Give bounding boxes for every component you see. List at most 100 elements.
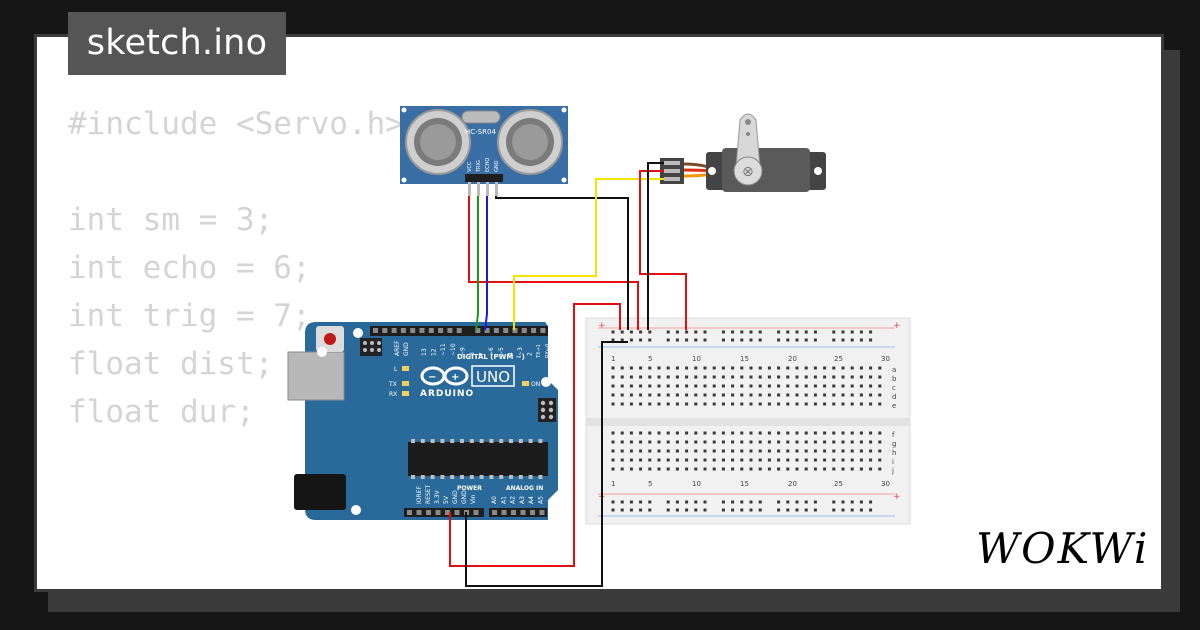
breadboard-hole (712, 458, 716, 462)
breadboard-hole (721, 338, 725, 342)
breadboard-hole (804, 431, 808, 435)
wire-yellow-servo-signal (513, 178, 664, 330)
wire-red-sensor-vcc (468, 196, 639, 330)
breadboard-hole (813, 366, 817, 370)
breadboard-hole (758, 467, 762, 471)
breadboard-hole (666, 338, 670, 342)
power-header[interactable] (404, 508, 484, 517)
breadboard-hole (859, 458, 863, 462)
breadboard[interactable]: + + + + 1 5 10 15 20 25 30 1 5 10 15 20 … (585, 317, 911, 525)
digital-pin-label: 7 (479, 352, 486, 356)
servo-motor[interactable]: ⊗ (660, 113, 826, 192)
breadboard-hole (777, 458, 781, 462)
breadboard-hole (749, 393, 753, 397)
breadboard-hole (620, 375, 624, 379)
code-line: int trig = 7; (68, 298, 311, 334)
code-line: int sm = 3; (68, 202, 274, 238)
breadboard-hole (841, 338, 845, 342)
breadboard-hole (767, 402, 771, 406)
breadboard-hole (859, 402, 863, 406)
breadboard-hole (786, 458, 790, 462)
svg-text:⊗: ⊗ (742, 164, 754, 180)
icsp-pin (377, 341, 381, 345)
breadboard-hole (639, 458, 643, 462)
breadboard-hole (657, 402, 661, 406)
breadboard-hole (823, 449, 827, 453)
sensor-pin-label: TRIG (476, 160, 482, 173)
breadboard-hole (648, 338, 652, 342)
breadboard-hole (795, 402, 799, 406)
chip-pin (469, 475, 474, 479)
breadboard-hole (850, 467, 854, 471)
chip-pin (420, 439, 425, 443)
chip-pin (460, 475, 464, 479)
analog-header[interactable] (489, 508, 547, 517)
chip-pin (430, 439, 435, 443)
header-pin (410, 328, 416, 333)
breadboard-hole (823, 440, 827, 444)
gnd1-label: GND (452, 490, 459, 504)
breadboard-hole (666, 440, 670, 444)
sketch-tab[interactable]: sketch.ino (68, 12, 286, 75)
breadboard-hole (685, 330, 689, 334)
chip-pin (518, 475, 523, 479)
hc-sr04-sensor[interactable]: HC-SR04 VCC TRIG ECHO GND (400, 106, 568, 196)
breadboard-hole (685, 449, 689, 453)
wire-blue-echo (484, 196, 488, 331)
breadboard-holes[interactable] (611, 330, 882, 512)
breadboard-hole (749, 366, 753, 370)
breadboard-hole (758, 393, 762, 397)
breadboard-hole (869, 330, 873, 334)
icsp-pin (370, 348, 374, 352)
breadboard-hole (777, 467, 781, 471)
bb-col-label: 1 (611, 480, 615, 488)
wire-black-servo-gnd (647, 162, 664, 330)
breadboard-hole (823, 458, 827, 462)
chip-pin (450, 475, 455, 479)
breadboard-hole (841, 366, 845, 370)
breadboard-hole (823, 384, 827, 388)
breadboard-hole (639, 366, 643, 370)
breadboard-hole (694, 508, 698, 512)
breadboard-hole (795, 458, 799, 462)
breadboard-hole (666, 375, 670, 379)
breadboard-hole (611, 384, 615, 388)
breadboard-hole (648, 393, 652, 397)
breadboard-hole (777, 366, 781, 370)
breadboard-hole (685, 508, 689, 512)
header-pin (501, 510, 507, 515)
breadboard-hole (777, 393, 781, 397)
breadboard-hole (648, 375, 652, 379)
breadboard-hole (859, 467, 863, 471)
breadboard-hole (832, 393, 836, 397)
breadboard-hole (804, 330, 808, 334)
atmega-chip (408, 442, 548, 476)
breadboard-hole (629, 402, 633, 406)
breadboard-hole (758, 375, 762, 379)
breadboard-hole (611, 431, 615, 435)
breadboard-hole (813, 508, 817, 512)
header-pin (416, 510, 422, 515)
breadboard-hole (859, 500, 863, 504)
bb-row-label: j (891, 467, 894, 475)
breadboard-hole (804, 440, 808, 444)
breadboard-hole (721, 366, 725, 370)
breadboard-hole (786, 508, 790, 512)
breadboard-hole (611, 330, 615, 334)
breadboard-hole (841, 431, 845, 435)
breadboard-hole (657, 393, 661, 397)
bb-col-label: 20 (788, 480, 797, 488)
breadboard-hole (629, 458, 633, 462)
breadboard-hole (786, 467, 790, 471)
breadboard-hole (804, 500, 808, 504)
breadboard-hole (703, 330, 707, 334)
breadboard-hole (795, 440, 799, 444)
chip-pin (489, 439, 494, 443)
breadboard-hole (620, 338, 624, 342)
breadboard-hole (694, 366, 698, 370)
header-pin (426, 510, 431, 515)
breadboard-hole (767, 458, 771, 462)
breadboard-hole (859, 375, 863, 379)
